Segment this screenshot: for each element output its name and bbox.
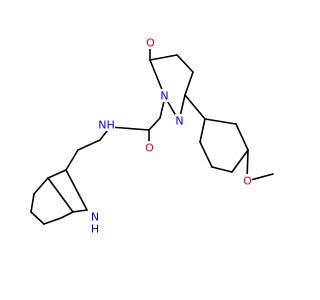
ring-oxygen-label: O [146, 36, 155, 50]
bond-i3a-i4 [33, 177, 49, 195]
bond-c4-c3 [184, 71, 194, 96]
bond-i4-i5 [30, 193, 35, 213]
ring-nitrogen-2-text: N [175, 115, 183, 128]
bond-layer [30, 42, 274, 225]
bond-cam-nh [109, 126, 150, 131]
amide-oxygen-label: O [145, 141, 154, 155]
bond-ph6-ph1 [199, 118, 206, 143]
bond-ph5-ph6 [199, 141, 213, 168]
ring-oxygen-text: O [146, 37, 155, 50]
bond-ph4-ph5 [211, 166, 233, 173]
bond-c2-i3 [65, 149, 79, 171]
structure-canvas: O N N O NH O [30, 36, 274, 236]
ether-oxygen-label: O [243, 174, 252, 188]
bond-i6-i7 [43, 217, 62, 225]
atom-label-layer: O N N O NH O [90, 36, 252, 236]
ring-nitrogen-1-text: N [160, 90, 168, 103]
bond-ch2a-cam [148, 117, 161, 131]
amide-nh-label: NH [98, 118, 115, 132]
bond-ph1-ph2 [204, 118, 237, 125]
amide-nh-text: NH [98, 119, 115, 132]
bond-i2-i7a [72, 209, 88, 213]
bond-c5-c4 [176, 54, 194, 73]
ring-nitrogen-1-label: N [160, 89, 169, 103]
ring-nitrogen-2-label: N [175, 114, 184, 128]
bond-i3-i2 [65, 169, 88, 211]
indole-nitrogen-label: N H [90, 210, 100, 236]
indole-nitrogen-text: N [91, 211, 99, 224]
indole-nh-hydrogen-text: H [91, 223, 99, 236]
bond-c1-c2 [77, 139, 101, 151]
amide-oxygen-text: O [145, 142, 154, 155]
bond-i5-i6 [30, 211, 45, 225]
bond-i3a-i3 [47, 169, 67, 179]
molecule-structure: O N N O NH O [30, 36, 274, 236]
bond-c3-ph1 [184, 94, 206, 120]
bond-c6-c5 [149, 54, 178, 61]
bond-ph3-ph4 [231, 149, 249, 173]
bond-i7a-i3a [47, 177, 74, 213]
ether-oxygen-text: O [243, 175, 252, 188]
bond-ph2-ph3 [235, 123, 249, 151]
bond-i7-i7a [60, 211, 74, 219]
